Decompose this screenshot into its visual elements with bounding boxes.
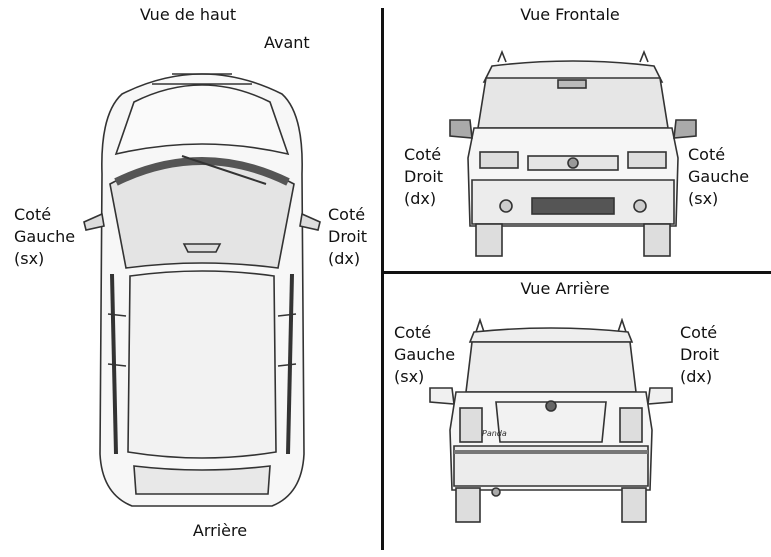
front-label: Avant: [264, 33, 310, 52]
front-left-label: Coté Droit (dx): [404, 145, 444, 208]
top-right-side-label: Coté Droit (dx): [328, 205, 368, 268]
panda-badge: Panda: [482, 429, 507, 438]
vertical-divider: [381, 8, 384, 550]
top-left-side-label: Coté Gauche (sx): [14, 205, 76, 268]
rear-right-label: Coté Droit (dx): [680, 323, 720, 386]
car-front-view: [449, 49, 697, 257]
horizontal-divider: [382, 271, 771, 274]
rear-view-title: Vue Arrière: [520, 279, 610, 298]
front-view-title: Vue Frontale: [520, 5, 620, 24]
front-right-label: Coté Gauche (sx): [688, 145, 750, 208]
rear-label: Arrière: [192, 521, 248, 540]
rear-left-label: Coté Gauche (sx): [394, 323, 456, 386]
car-rear-view: Panda: [429, 318, 673, 523]
car-top-view: [83, 73, 321, 507]
top-view-title: Vue de haut: [139, 5, 237, 24]
